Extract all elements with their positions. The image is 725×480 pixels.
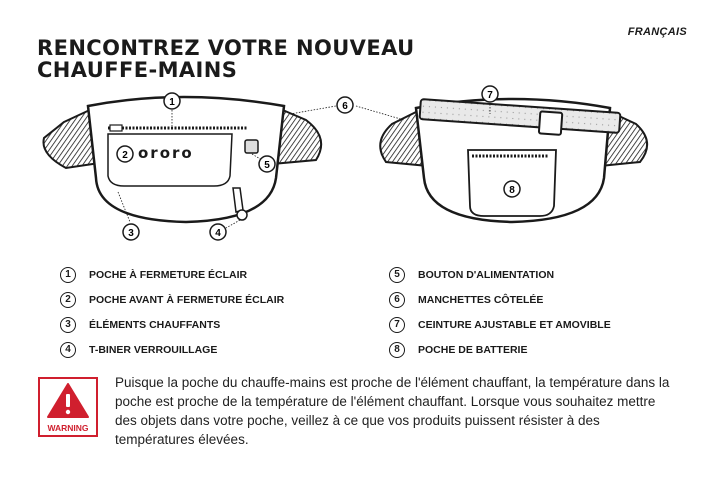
legend-label: ÉLÉMENTS CHAUFFANTS (89, 318, 221, 331)
back-left-cuff (379, 108, 430, 168)
callout-6: 6 (336, 96, 354, 114)
front-right-cuff (270, 106, 323, 166)
callout-3: 3 (122, 223, 140, 241)
legend-number: 2 (60, 291, 76, 308)
language-label: FRANÇAIS (627, 26, 687, 38)
legend-left: 1 POCHE À FERMETURE ÉCLAIR 2 POCHE AVANT… (60, 262, 284, 362)
legend-label: POCHE AVANT À FERMETURE ÉCLAIR (89, 293, 285, 306)
legend-number: 8 (389, 341, 405, 358)
title-line-2: CHAUFFE-MAINS (37, 58, 238, 82)
legend-label: POCHE DE BATTERIE (418, 343, 528, 356)
legend-label: CEINTURE AJUSTABLE ET AMOVIBLE (418, 318, 611, 331)
legend-item: 4 T-BINER VERROUILLAGE (60, 337, 284, 362)
legend-item: 7 CEINTURE AJUSTABLE ET AMOVIBLE (389, 312, 611, 337)
legend-number: 6 (389, 291, 405, 308)
legend-item: 2 POCHE AVANT À FERMETURE ÉCLAIR (60, 287, 284, 312)
t-biner-ring (236, 209, 248, 221)
power-button (244, 139, 259, 154)
legend-item: 8 POCHE DE BATTERIE (389, 337, 611, 362)
warning-triangle-icon (47, 383, 89, 418)
legend-item: 3 ÉLÉMENTS CHAUFFANTS (60, 312, 284, 337)
callout-5: 5 (258, 155, 276, 173)
svg-text:5: 5 (264, 160, 270, 171)
legend-label: POCHE À FERMETURE ÉCLAIR (89, 268, 248, 281)
front-pocket (107, 133, 233, 187)
legend-label: BOUTON D'ALIMENTATION (418, 268, 555, 281)
warning-text: Puisque la poche du chauffe-mains est pr… (115, 375, 670, 447)
callout-1: 1 (163, 92, 181, 110)
legend-number: 4 (60, 341, 76, 358)
page-title: RENCONTREZ VOTRE NOUVEAU CHAUFFE-MAINS (37, 37, 415, 81)
front-view: ororo (42, 95, 323, 224)
back-view (379, 97, 648, 224)
front-zipper-pull (109, 124, 123, 132)
hand-warmer-diagram: ororo 1 2 3 4 5 6 7 8 (42, 85, 648, 241)
svg-text:4: 4 (215, 228, 221, 239)
legend-right: 5 BOUTON D'ALIMENTATION 6 MANCHETTES CÔT… (389, 262, 611, 362)
legend-item: 6 MANCHETTES CÔTELÉE (389, 287, 611, 312)
legend-number: 1 (60, 266, 76, 283)
svg-text:7: 7 (487, 90, 493, 101)
callout-8: 8 (503, 180, 521, 198)
callout-7: 7 (481, 85, 499, 103)
legend-label: MANCHETTES CÔTELÉE (418, 293, 544, 306)
title-line-1: RENCONTREZ VOTRE NOUVEAU (37, 36, 415, 60)
legend-label: T-BINER VERROUILLAGE (89, 343, 218, 356)
callout-2: 2 (116, 145, 134, 163)
callouts: 1 2 3 4 5 6 7 8 (116, 85, 521, 241)
legend-number: 3 (60, 316, 76, 333)
battery-pocket (467, 149, 557, 217)
warning-label: WARNING (47, 423, 89, 433)
callout-4: 4 (209, 223, 227, 241)
legend-item: 1 POCHE À FERMETURE ÉCLAIR (60, 262, 284, 287)
svg-text:6: 6 (342, 101, 348, 112)
brand-logo: ororo (138, 144, 194, 162)
legend-number: 7 (389, 316, 405, 333)
warning-badge: WARNING (38, 377, 98, 437)
belt-strap (418, 98, 622, 134)
svg-text:8: 8 (509, 185, 515, 196)
svg-text:1: 1 (169, 97, 175, 108)
belt-buckle (537, 110, 564, 136)
svg-text:2: 2 (122, 150, 128, 161)
svg-text:3: 3 (128, 228, 134, 239)
legend-item: 5 BOUTON D'ALIMENTATION (389, 262, 611, 287)
legend-number: 5 (389, 266, 405, 283)
